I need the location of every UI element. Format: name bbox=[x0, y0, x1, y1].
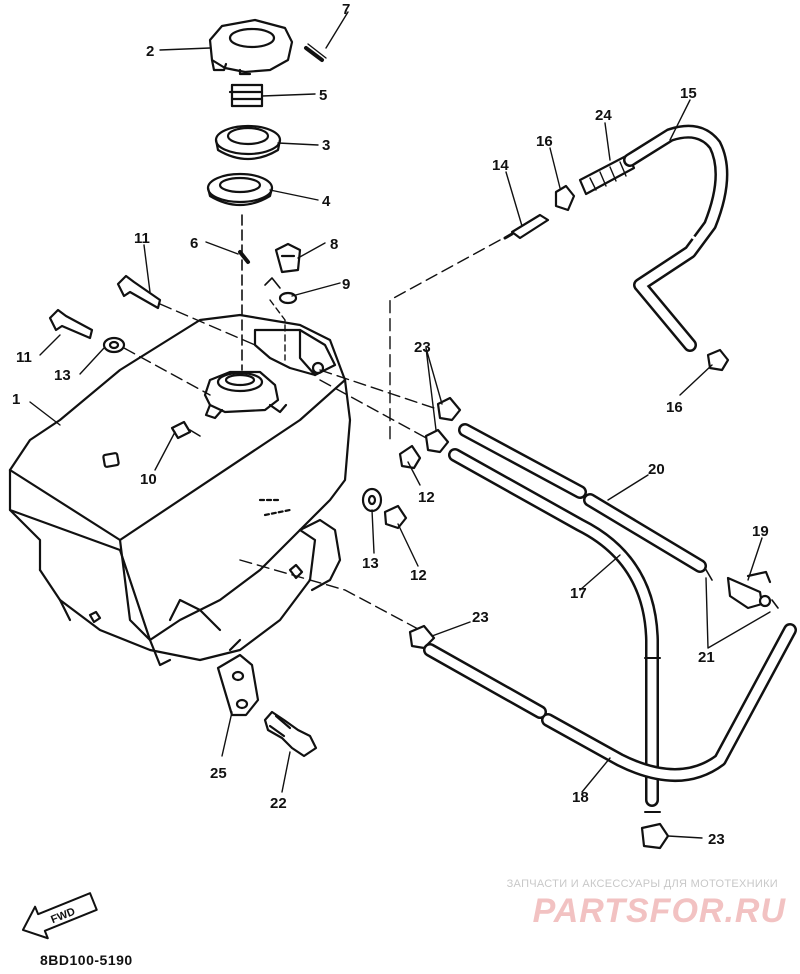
callout-24: 24 bbox=[595, 107, 612, 124]
callout-21: 21 bbox=[698, 649, 715, 666]
clip-part-10 bbox=[170, 420, 192, 440]
callout-16-upper: 16 bbox=[536, 133, 553, 150]
watermark-tagline: ЗАПЧАСТИ И АКСЕССУАРЫ ДЛЯ МОТОТЕХНИКИ bbox=[506, 878, 778, 890]
callout-labels: 7 2 5 3 4 6 8 9 11 11 13 1 10 14 16 24 1… bbox=[12, 1, 769, 848]
washer-part-13 bbox=[102, 336, 126, 354]
callout-23-lower: 23 bbox=[708, 831, 725, 848]
callout-13-right: 13 bbox=[362, 555, 379, 572]
drain-hose-assembly bbox=[239, 369, 797, 850]
callout-23-upper: 23 bbox=[414, 339, 431, 356]
callout-5: 5 bbox=[319, 87, 327, 104]
clamp-part-12-lower bbox=[383, 504, 408, 530]
small-parts bbox=[48, 242, 302, 440]
fuel-tank bbox=[8, 313, 352, 667]
callout-17: 17 bbox=[570, 585, 587, 602]
callout-2: 2 bbox=[146, 43, 154, 60]
spring-part-5 bbox=[228, 83, 264, 108]
clamp-part-23-upper-b bbox=[424, 428, 450, 454]
callout-23-middle: 23 bbox=[472, 609, 489, 626]
callout-13-left: 13 bbox=[54, 367, 71, 384]
callout-20: 20 bbox=[648, 461, 665, 478]
callout-11-lower: 11 bbox=[16, 349, 32, 366]
washer-part-13-right bbox=[361, 487, 383, 513]
callout-6: 6 bbox=[190, 235, 198, 252]
washer-part-9 bbox=[278, 291, 298, 305]
clamp-part-16-upper bbox=[554, 184, 576, 212]
bolt-part-22 bbox=[263, 710, 318, 758]
bolt-part-11-upper bbox=[116, 274, 162, 310]
callout-14: 14 bbox=[492, 157, 509, 174]
callout-3: 3 bbox=[322, 137, 330, 154]
callout-25: 25 bbox=[210, 765, 227, 782]
callout-15: 15 bbox=[680, 85, 697, 102]
clamp-part-12-upper bbox=[398, 444, 422, 470]
leader-lines bbox=[29, 11, 771, 839]
vent-hose-assembly bbox=[389, 124, 730, 441]
bolt-part-11-lower bbox=[48, 308, 94, 340]
clamp-part-23-bottom bbox=[640, 822, 670, 850]
callout-11-upper: 11 bbox=[134, 230, 150, 247]
callout-10: 10 bbox=[140, 471, 157, 488]
callout-1: 1 bbox=[12, 391, 20, 408]
callout-9: 9 bbox=[342, 276, 350, 293]
clip-part-8 bbox=[274, 242, 302, 274]
callout-4: 4 bbox=[322, 193, 331, 210]
callout-7: 7 bbox=[342, 1, 350, 18]
clamp-part-23-upper-a bbox=[436, 396, 462, 422]
gasket-part-4 bbox=[206, 172, 274, 206]
fitting-part-14 bbox=[510, 213, 550, 240]
pin-part-7 bbox=[304, 46, 324, 62]
clamp-part-23-lower bbox=[408, 624, 436, 650]
callout-12-upper: 12 bbox=[418, 489, 435, 506]
clamp-part-16-lower bbox=[706, 348, 730, 372]
hose-part-15 bbox=[623, 124, 729, 352]
fwd-arrow: FWD bbox=[21, 892, 98, 940]
watermark-logo: PARTSFOR.RU bbox=[532, 892, 786, 930]
callout-19: 19 bbox=[752, 523, 769, 540]
bracket-bolt-group bbox=[216, 653, 318, 758]
callout-8: 8 bbox=[330, 236, 338, 253]
callout-18: 18 bbox=[572, 789, 589, 806]
joint-part-19 bbox=[726, 576, 764, 610]
callout-22: 22 bbox=[270, 795, 287, 812]
valve-part-3 bbox=[214, 124, 282, 160]
cap-assembly bbox=[206, 18, 327, 371]
callout-16-lower: 16 bbox=[666, 399, 683, 416]
diagram-code: 8BD100-5190 bbox=[40, 952, 133, 968]
callout-12-lower: 12 bbox=[410, 567, 427, 584]
